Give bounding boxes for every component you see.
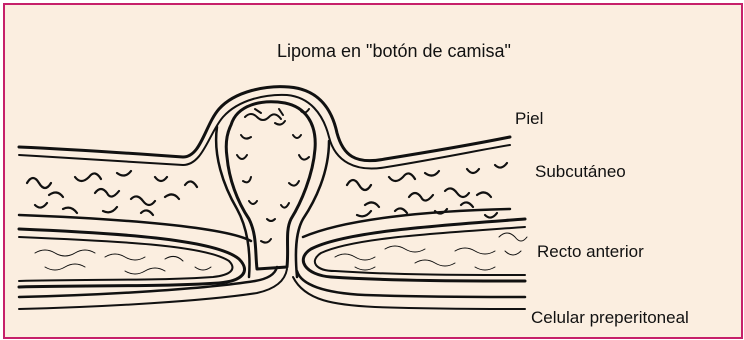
label-recto-anterior: Recto anterior: [537, 242, 644, 262]
subcutaneous-layer: [27, 163, 507, 218]
skin-layer: [19, 87, 510, 169]
diagram-title: Lipoma en "botón de camisa": [277, 41, 511, 62]
label-celular-preperitoneal: Celular preperitoneal: [531, 308, 689, 328]
rectus-muscle: [19, 219, 527, 287]
lipoma-mass: [216, 102, 329, 277]
label-piel: Piel: [515, 109, 543, 129]
figure-frame: Lipoma en "botón de camisa" Piel Subcutá…: [3, 3, 743, 339]
preperitoneal-layer: [19, 267, 525, 309]
label-subcutaneo: Subcutáneo: [535, 162, 626, 182]
